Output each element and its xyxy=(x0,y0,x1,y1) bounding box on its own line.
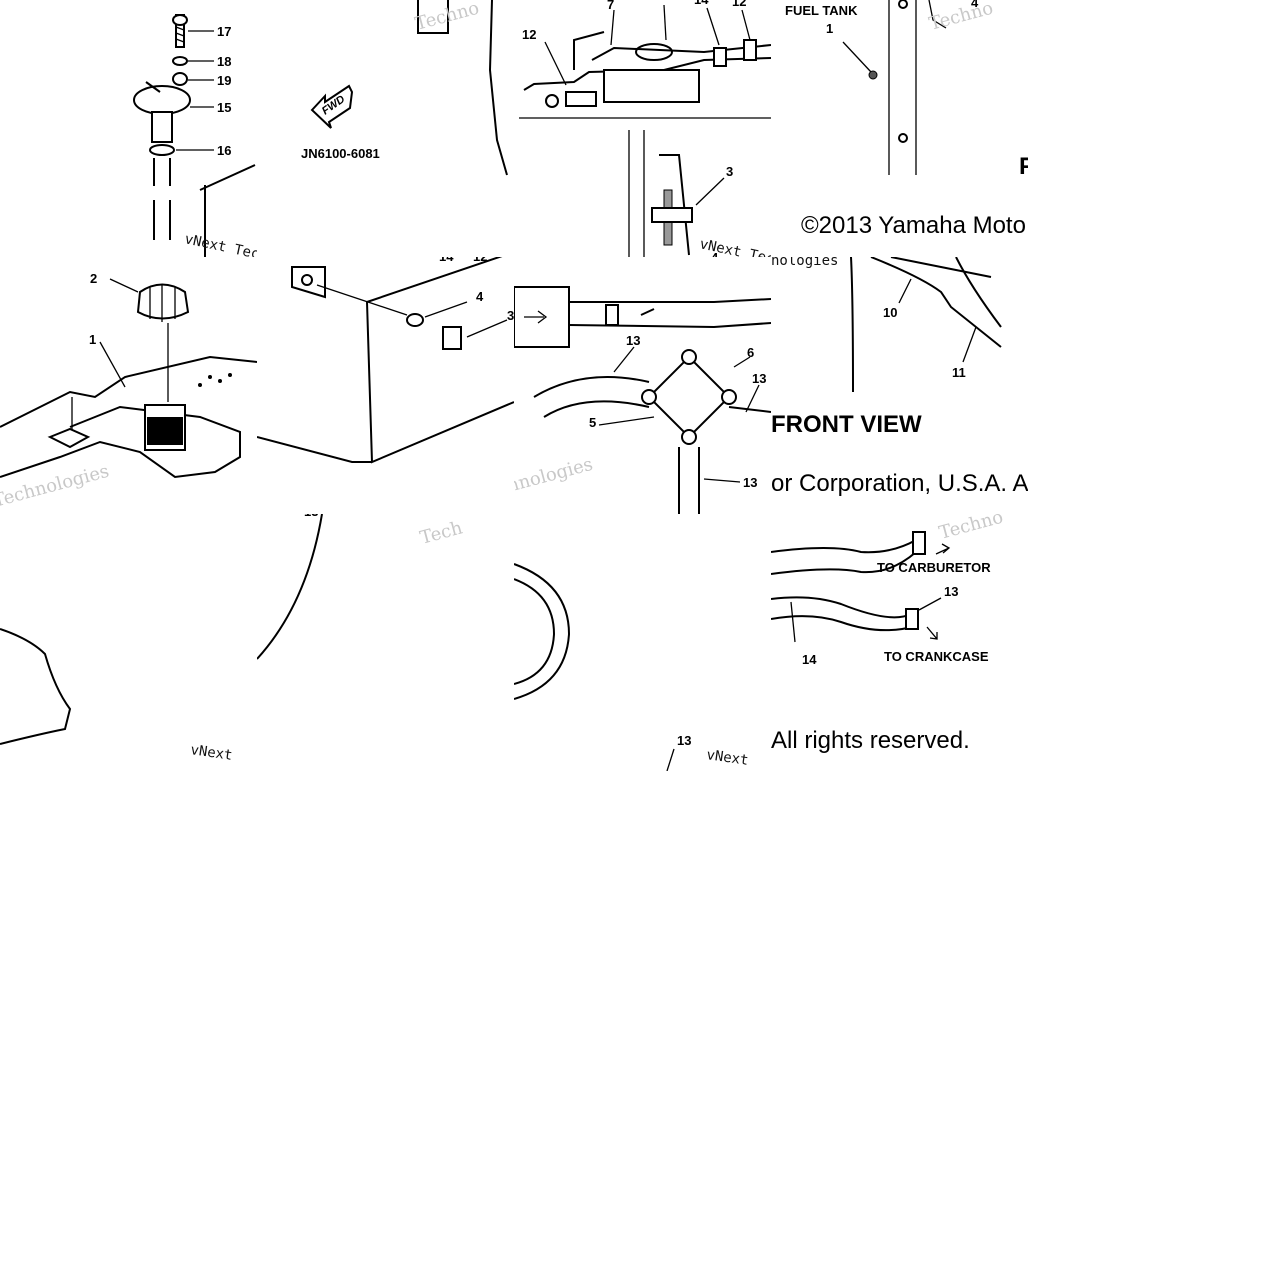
tile-lower-callout: 13 vNext xyxy=(514,514,771,771)
tile-fuel-pump: 10 13 6 13 5 13 hnologies xyxy=(514,257,771,514)
tile-tank-lower: vNext xyxy=(0,514,257,771)
callout-3-b: 3 xyxy=(507,308,514,323)
to-carburetor-label: TO CARBURETOR xyxy=(877,560,991,575)
flow-arrow-icon xyxy=(524,310,548,324)
tile-fuel-gauge-sender: 17 18 19 15 16 vNext Tec xyxy=(0,0,257,257)
callout-1: 1 xyxy=(826,21,833,36)
watermark-hnologies: hnologies xyxy=(514,454,595,497)
copyright-line-1: ©2013 Yamaha Moto xyxy=(801,212,1026,239)
arrow-to-crankcase-icon xyxy=(926,626,938,640)
tile-fuel-cap: 2 1 Technologies xyxy=(0,257,257,514)
tile-hose-loop xyxy=(514,514,771,771)
to-crankcase-label: TO CRANKCASE xyxy=(884,649,989,664)
callout-12a: 12 xyxy=(732,0,746,9)
arrow-to-carburetor-icon xyxy=(935,543,951,555)
tile-fuel-tank-label: FUEL TANK 1 4 Techno F ©2013 Yamaha Moto xyxy=(771,0,1028,257)
callout-4: 4 xyxy=(971,0,979,10)
fwd-arrow-icon xyxy=(310,84,354,129)
front-view-caption: FRONT VIEW xyxy=(771,411,922,438)
tile-hose-curve: 8 13 14 9 Tech xyxy=(257,514,514,771)
callout-17: 17 xyxy=(217,24,231,39)
callout-13-f: 13 xyxy=(677,733,691,748)
callout-18: 18 xyxy=(217,54,231,69)
copyright-line-2: or Corporation, U.S.A. A xyxy=(771,470,1028,497)
tile-tank-bracket: 2 14 12 4 3 xyxy=(257,257,514,514)
watermark-techno-2: Techno xyxy=(927,0,996,35)
fuel-tank-caption: FUEL TANK xyxy=(785,3,858,18)
copyright-line-3: All rights reserved. xyxy=(771,727,970,754)
callout-14: 14 xyxy=(694,0,709,7)
callout-16: 16 xyxy=(217,143,231,158)
drawing-number: JN6100-6081 xyxy=(301,146,380,161)
callout-10: 10 xyxy=(883,305,897,320)
callout-13-e: 13 xyxy=(944,584,958,599)
callout-11: 11 xyxy=(952,365,966,380)
tile-fwd-arrow: FWD JN6100-6081 Techno xyxy=(257,0,514,257)
watermark-vnext-2: vNext xyxy=(705,747,749,769)
watermark-nologies: nologies xyxy=(771,257,838,269)
front-view-letter: F xyxy=(1019,153,1028,180)
callout-12-c: 12 xyxy=(473,257,487,264)
callout-13-c: 13 xyxy=(743,475,757,490)
tile-rights: All rights reserved. xyxy=(771,514,1028,771)
watermark-tech: Tech xyxy=(418,517,465,549)
callout-5: 5 xyxy=(589,415,596,430)
callout-4-upper: 4 xyxy=(711,250,719,257)
tile-front-view: 10 11 nologies FRONT VIEW or Corporation… xyxy=(771,257,1028,514)
callout-7: 7 xyxy=(607,0,614,12)
callout-13-d: 13 xyxy=(304,514,318,519)
watermark-vnext: vNext xyxy=(189,742,233,764)
tile-hose-upper: 7 14 12 12 3 4 vNext Tec xyxy=(514,0,771,257)
tile-hose-routing: TO CARBURETOR TO CRANKCASE 13 14 Techno xyxy=(771,514,1028,771)
callout-15: 15 xyxy=(217,100,231,115)
watermark-vnext-tec-2: vNext Tec xyxy=(698,236,771,257)
callout-3-upper: 3 xyxy=(726,164,733,179)
callout-13-b: 13 xyxy=(752,371,766,386)
callout-19: 19 xyxy=(217,73,231,88)
callout-2: 2 xyxy=(90,271,97,286)
callout-4-b: 4 xyxy=(476,289,484,304)
callout-12b: 12 xyxy=(522,27,536,42)
callout-14-b: 14 xyxy=(439,257,454,264)
callout-1-tank: 1 xyxy=(89,332,96,347)
watermark-vnext-tec: vNext Tec xyxy=(183,231,257,257)
callout-10-a: 10 xyxy=(564,257,578,258)
callout-13-a: 13 xyxy=(626,333,640,348)
watermark-technologies: Technologies xyxy=(0,461,111,512)
callout-14-d: 14 xyxy=(802,652,817,667)
callout-6: 6 xyxy=(747,345,754,360)
